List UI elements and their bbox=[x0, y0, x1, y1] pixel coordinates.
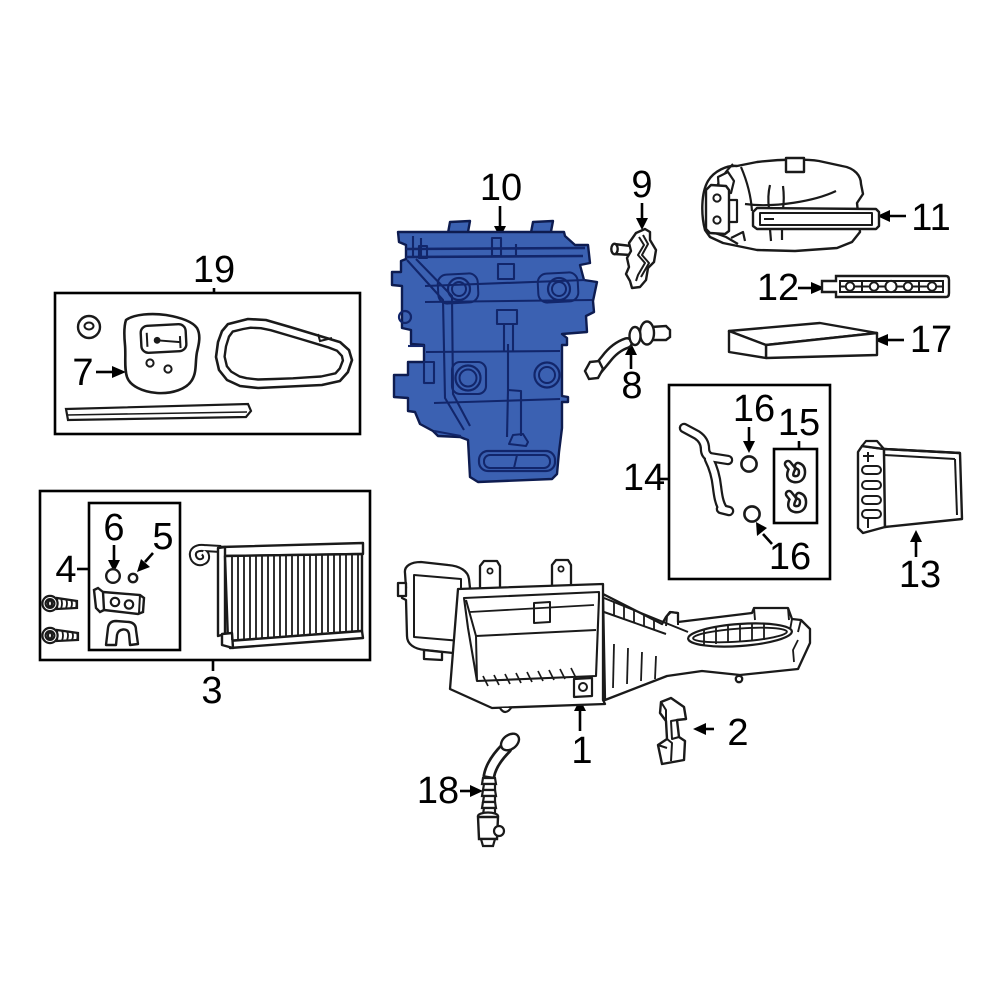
svg-text:15: 15 bbox=[778, 402, 820, 444]
svg-text:17: 17 bbox=[910, 319, 952, 361]
svg-text:5: 5 bbox=[152, 516, 173, 558]
svg-text:7: 7 bbox=[72, 352, 93, 394]
svg-text:4: 4 bbox=[55, 549, 76, 591]
svg-text:1: 1 bbox=[571, 730, 592, 772]
svg-text:3: 3 bbox=[201, 670, 222, 712]
svg-text:6: 6 bbox=[103, 507, 124, 549]
svg-text:18: 18 bbox=[417, 770, 459, 812]
svg-text:11: 11 bbox=[911, 197, 950, 239]
svg-text:16: 16 bbox=[769, 536, 811, 578]
svg-text:19: 19 bbox=[193, 249, 235, 291]
svg-text:16: 16 bbox=[733, 388, 775, 430]
svg-text:8: 8 bbox=[621, 365, 642, 407]
svg-text:12: 12 bbox=[757, 267, 799, 309]
svg-text:2: 2 bbox=[727, 712, 748, 754]
svg-text:10: 10 bbox=[480, 167, 522, 209]
svg-text:14: 14 bbox=[623, 457, 665, 499]
svg-text:9: 9 bbox=[631, 164, 652, 206]
svg-text:13: 13 bbox=[899, 554, 941, 596]
